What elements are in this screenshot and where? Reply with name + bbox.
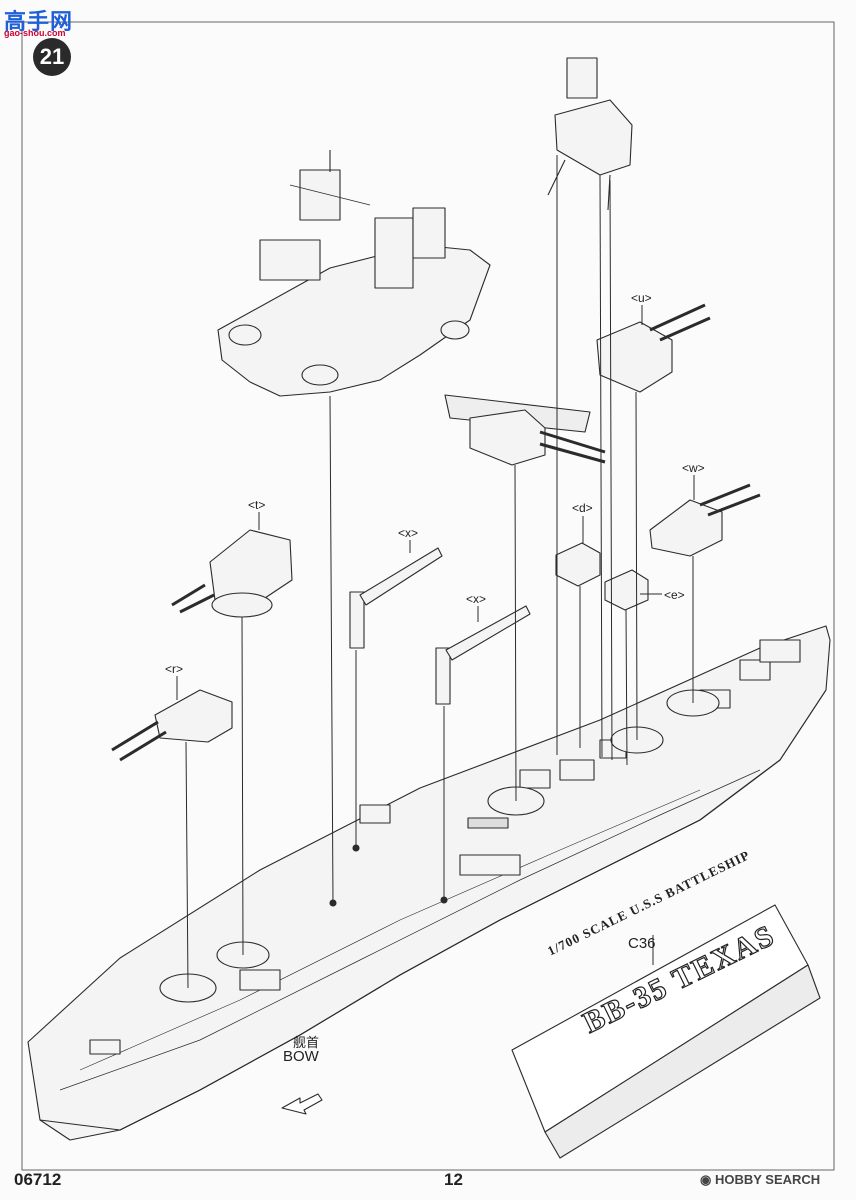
label-x-2: <x> <box>466 592 487 606</box>
turret-r-drawing <box>111 689 233 762</box>
part-e-drawing <box>604 569 649 611</box>
superstructure-drawing <box>217 150 491 397</box>
label-x-1: <x> <box>398 526 419 540</box>
mast-drawing <box>547 57 633 211</box>
turret-t-drawing <box>171 529 293 618</box>
page-frame <box>21 21 835 1171</box>
part-d-drawing <box>555 542 601 587</box>
turret-u-drawing <box>596 303 711 393</box>
watermark-logo: 高手网 <box>4 9 74 34</box>
label-e: <e> <box>664 588 685 602</box>
guide-lines <box>185 155 694 989</box>
label-r: <r> <box>165 662 184 676</box>
label-d: <d> <box>572 501 593 515</box>
crane-x2-drawing <box>435 605 531 705</box>
catapult-turret-drawing <box>444 394 606 466</box>
turret-w-drawing <box>649 483 761 557</box>
step-number-badge: 21 <box>33 38 71 76</box>
bow-arrow-icon <box>281 1093 323 1115</box>
watermark-brand: ◉ HOBBY SEARCH <box>700 1172 821 1187</box>
label-t: <t> <box>248 498 266 512</box>
name-plate-drawing <box>511 904 821 1159</box>
part-code-c36: C36 <box>628 935 656 952</box>
label-u: <u> <box>631 291 652 305</box>
product-code: 06712 <box>14 1170 62 1189</box>
hull-drawing <box>27 625 831 1141</box>
bow-label-cn: 舰首 <box>293 1035 320 1050</box>
label-w: <w> <box>682 461 705 475</box>
crane-x1-drawing <box>349 547 443 649</box>
page-number: 12 <box>444 1170 463 1189</box>
label-leaders <box>176 305 695 700</box>
bow-label-en: BOW <box>283 1048 319 1065</box>
watermark-url: gao-shou.com <box>4 28 66 38</box>
